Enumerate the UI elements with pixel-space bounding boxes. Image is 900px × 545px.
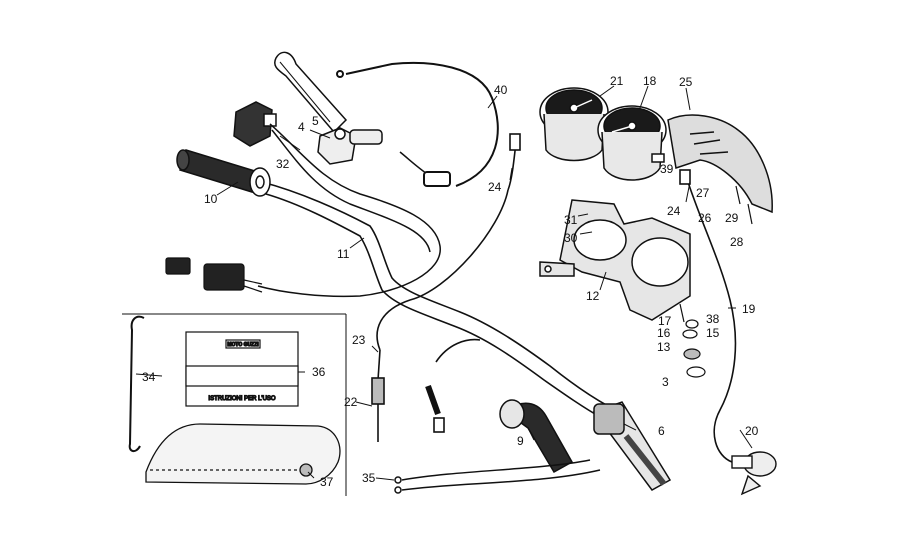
callout-19: 19 xyxy=(742,302,756,316)
leader-lines xyxy=(135,85,753,481)
cable-19 xyxy=(679,169,737,463)
connectors xyxy=(165,257,263,293)
callout-5: 5 xyxy=(312,114,319,128)
instrument-bracket xyxy=(539,199,691,321)
callout-labels: 40 4 5 32 10 24 11 21 18 25 39 27 24 26 … xyxy=(142,74,759,489)
callout-11: 11 xyxy=(337,247,350,261)
callout-32: 32 xyxy=(276,157,290,171)
callout-15: 15 xyxy=(706,326,720,340)
callout-28: 28 xyxy=(730,235,744,249)
callout-39: 39 xyxy=(660,162,674,176)
tool-pouch xyxy=(145,423,341,485)
owners-manual: MOTO GUZZI ISTRUZIONI PER L'USO xyxy=(185,331,299,407)
left-grip xyxy=(176,149,271,197)
callout-9: 9 xyxy=(517,434,524,448)
speedometer xyxy=(539,87,609,162)
callout-26: 26 xyxy=(698,211,712,225)
handlebar xyxy=(261,181,609,419)
throttle-cables xyxy=(394,459,601,494)
cable-22-23 xyxy=(371,338,481,442)
callout-3: 3 xyxy=(662,375,669,389)
tachometer xyxy=(597,105,667,181)
cable-24-upper xyxy=(376,133,521,351)
callout-10: 10 xyxy=(204,192,218,206)
callout-37: 37 xyxy=(320,475,334,489)
callout-17: 17 xyxy=(658,314,672,328)
manual-logo: MOTO GUZZI xyxy=(227,342,259,348)
callout-24-upper: 24 xyxy=(488,180,502,194)
right-grip xyxy=(499,399,574,474)
hardware-parts xyxy=(679,185,753,378)
callout-6: 6 xyxy=(658,424,665,438)
manual-caption: ISTRUZIONI PER L'USO xyxy=(208,396,275,402)
callout-16: 16 xyxy=(657,326,671,340)
callout-4: 4 xyxy=(298,120,305,134)
cable-40 xyxy=(336,61,499,187)
callout-31: 31 xyxy=(564,213,578,227)
switch-wiring xyxy=(257,123,441,298)
callout-40: 40 xyxy=(494,83,508,97)
instrument-cover xyxy=(667,114,773,214)
inset-frame xyxy=(122,313,347,496)
throttle-grip xyxy=(592,401,672,491)
callout-27: 27 xyxy=(696,186,710,200)
callout-34: 34 xyxy=(142,370,156,384)
callout-22: 22 xyxy=(344,395,358,409)
callout-25: 25 xyxy=(679,75,693,89)
callout-23: 23 xyxy=(352,333,366,347)
callout-30: 30 xyxy=(564,231,578,245)
callout-38: 38 xyxy=(706,312,720,326)
callout-18: 18 xyxy=(643,74,657,88)
callout-36: 36 xyxy=(312,365,326,379)
callout-13: 13 xyxy=(657,340,671,354)
speedo-drive xyxy=(731,451,777,496)
callout-21: 21 xyxy=(610,74,624,88)
hook-34 xyxy=(128,315,145,452)
callout-12: 12 xyxy=(586,289,600,303)
callout-29: 29 xyxy=(725,211,739,225)
callout-24-lower: 24 xyxy=(667,204,681,218)
light-switch xyxy=(233,101,277,147)
callout-20: 20 xyxy=(745,424,759,438)
lever-bracket xyxy=(317,127,383,165)
callout-35: 35 xyxy=(362,471,376,485)
clutch-lever xyxy=(274,51,348,134)
